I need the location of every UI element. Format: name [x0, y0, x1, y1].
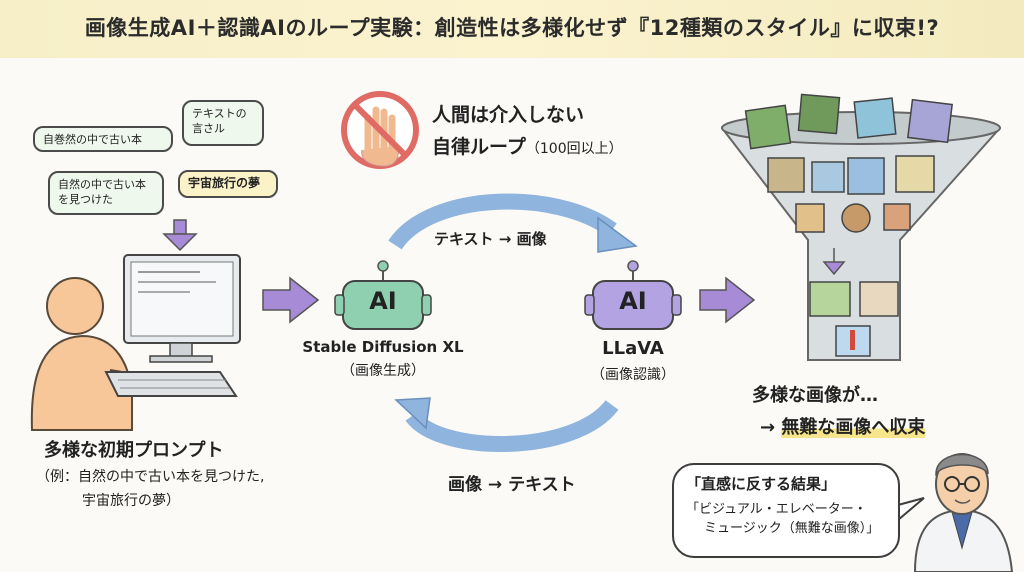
generator-model-name: Stable Diffusion XL [302, 338, 464, 356]
result-line2: → 無難な画像へ収束 [760, 413, 926, 439]
recognizer-role: （画像認識） [591, 367, 675, 383]
prompt-bubble-3: 自然の中で古い本 を見つけた [48, 171, 164, 215]
recognizer-ai-icon [584, 260, 682, 330]
loop-arrow-top-head [597, 216, 638, 253]
initial-prompts-example-line1: （例：自然の中で古い本を見つけた, [36, 469, 265, 485]
initial-prompts-example-line2: 宇宙旅行の夢） [82, 493, 180, 509]
arrow-to-funnel [699, 276, 756, 324]
prohibited-hand-icon [341, 91, 419, 169]
initial-prompts-heading: 多様な初期プロンプト [44, 440, 224, 461]
loop-count-note: （100回以上） [525, 141, 623, 157]
prompt-bubble-2-line2: 言さル [192, 122, 225, 135]
result-arrow: → [760, 417, 782, 438]
text-to-image-label: テキスト → 画像 [434, 230, 547, 248]
prompt-bubble-3-line2: を見つけた [58, 193, 113, 206]
quote-line1: 「ビジュアル・エレベーター・ [686, 502, 867, 517]
quote-line2: ミュージック（無難な画像）」 [704, 521, 880, 536]
prompt-bubble-2-line1: テキストの [192, 107, 247, 120]
arrow-to-generator [262, 276, 320, 324]
convergence-label: 無難な画像へ収束 [781, 417, 926, 438]
no-human-line2: 自律ループ（100回以上） [432, 132, 623, 159]
prompt-bubble-3-line1: 自然の中で古い本 [58, 178, 146, 191]
loop-arrow-bottom [405, 399, 619, 452]
quote-tail [897, 497, 925, 521]
recognizer-model-name: LLaVA [602, 338, 664, 359]
researcher-illustration [913, 453, 1014, 572]
loop-arrow-bottom-head [394, 397, 431, 430]
down-arrow-prompts [162, 219, 198, 252]
generator-ai-icon [334, 260, 432, 330]
prompt-bubble-1: 自巻然の中で古い本 [33, 126, 173, 152]
generator-role: （画像生成） [341, 363, 425, 379]
person-illustration [30, 277, 149, 431]
result-line1: 多様な画像が… [752, 385, 878, 406]
page-title: 画像生成AI＋認識AIのループ実験：創造性は多様化せず『12種類のスタイル』に収… [84, 16, 940, 40]
recognizer-ai-badge: AI [619, 287, 647, 315]
title-band [0, 0, 1024, 58]
funnel-illustration [720, 111, 1002, 361]
researcher-quote-bubble: 「直感に反する結果」 「ビジュアル・エレベーター・ ミュージック（無難な画像）」 [672, 463, 900, 558]
computer-illustration [104, 254, 241, 397]
quote-title: 「直感に反する結果」 [686, 475, 837, 493]
prompt-bubble-2: テキストの 言さル [182, 100, 264, 146]
diverse-image-thumbnails [744, 93, 954, 357]
loop-arrow-top [388, 193, 617, 250]
prompt-bubble-4: 宇宙旅行の夢 [178, 170, 278, 198]
no-human-line1: 人間は介入しない [432, 104, 585, 126]
image-to-text-label: 画像 → テキスト [448, 475, 576, 495]
generator-ai-badge: AI [369, 287, 397, 315]
autonomous-loop-label: 自律ループ [432, 136, 526, 158]
